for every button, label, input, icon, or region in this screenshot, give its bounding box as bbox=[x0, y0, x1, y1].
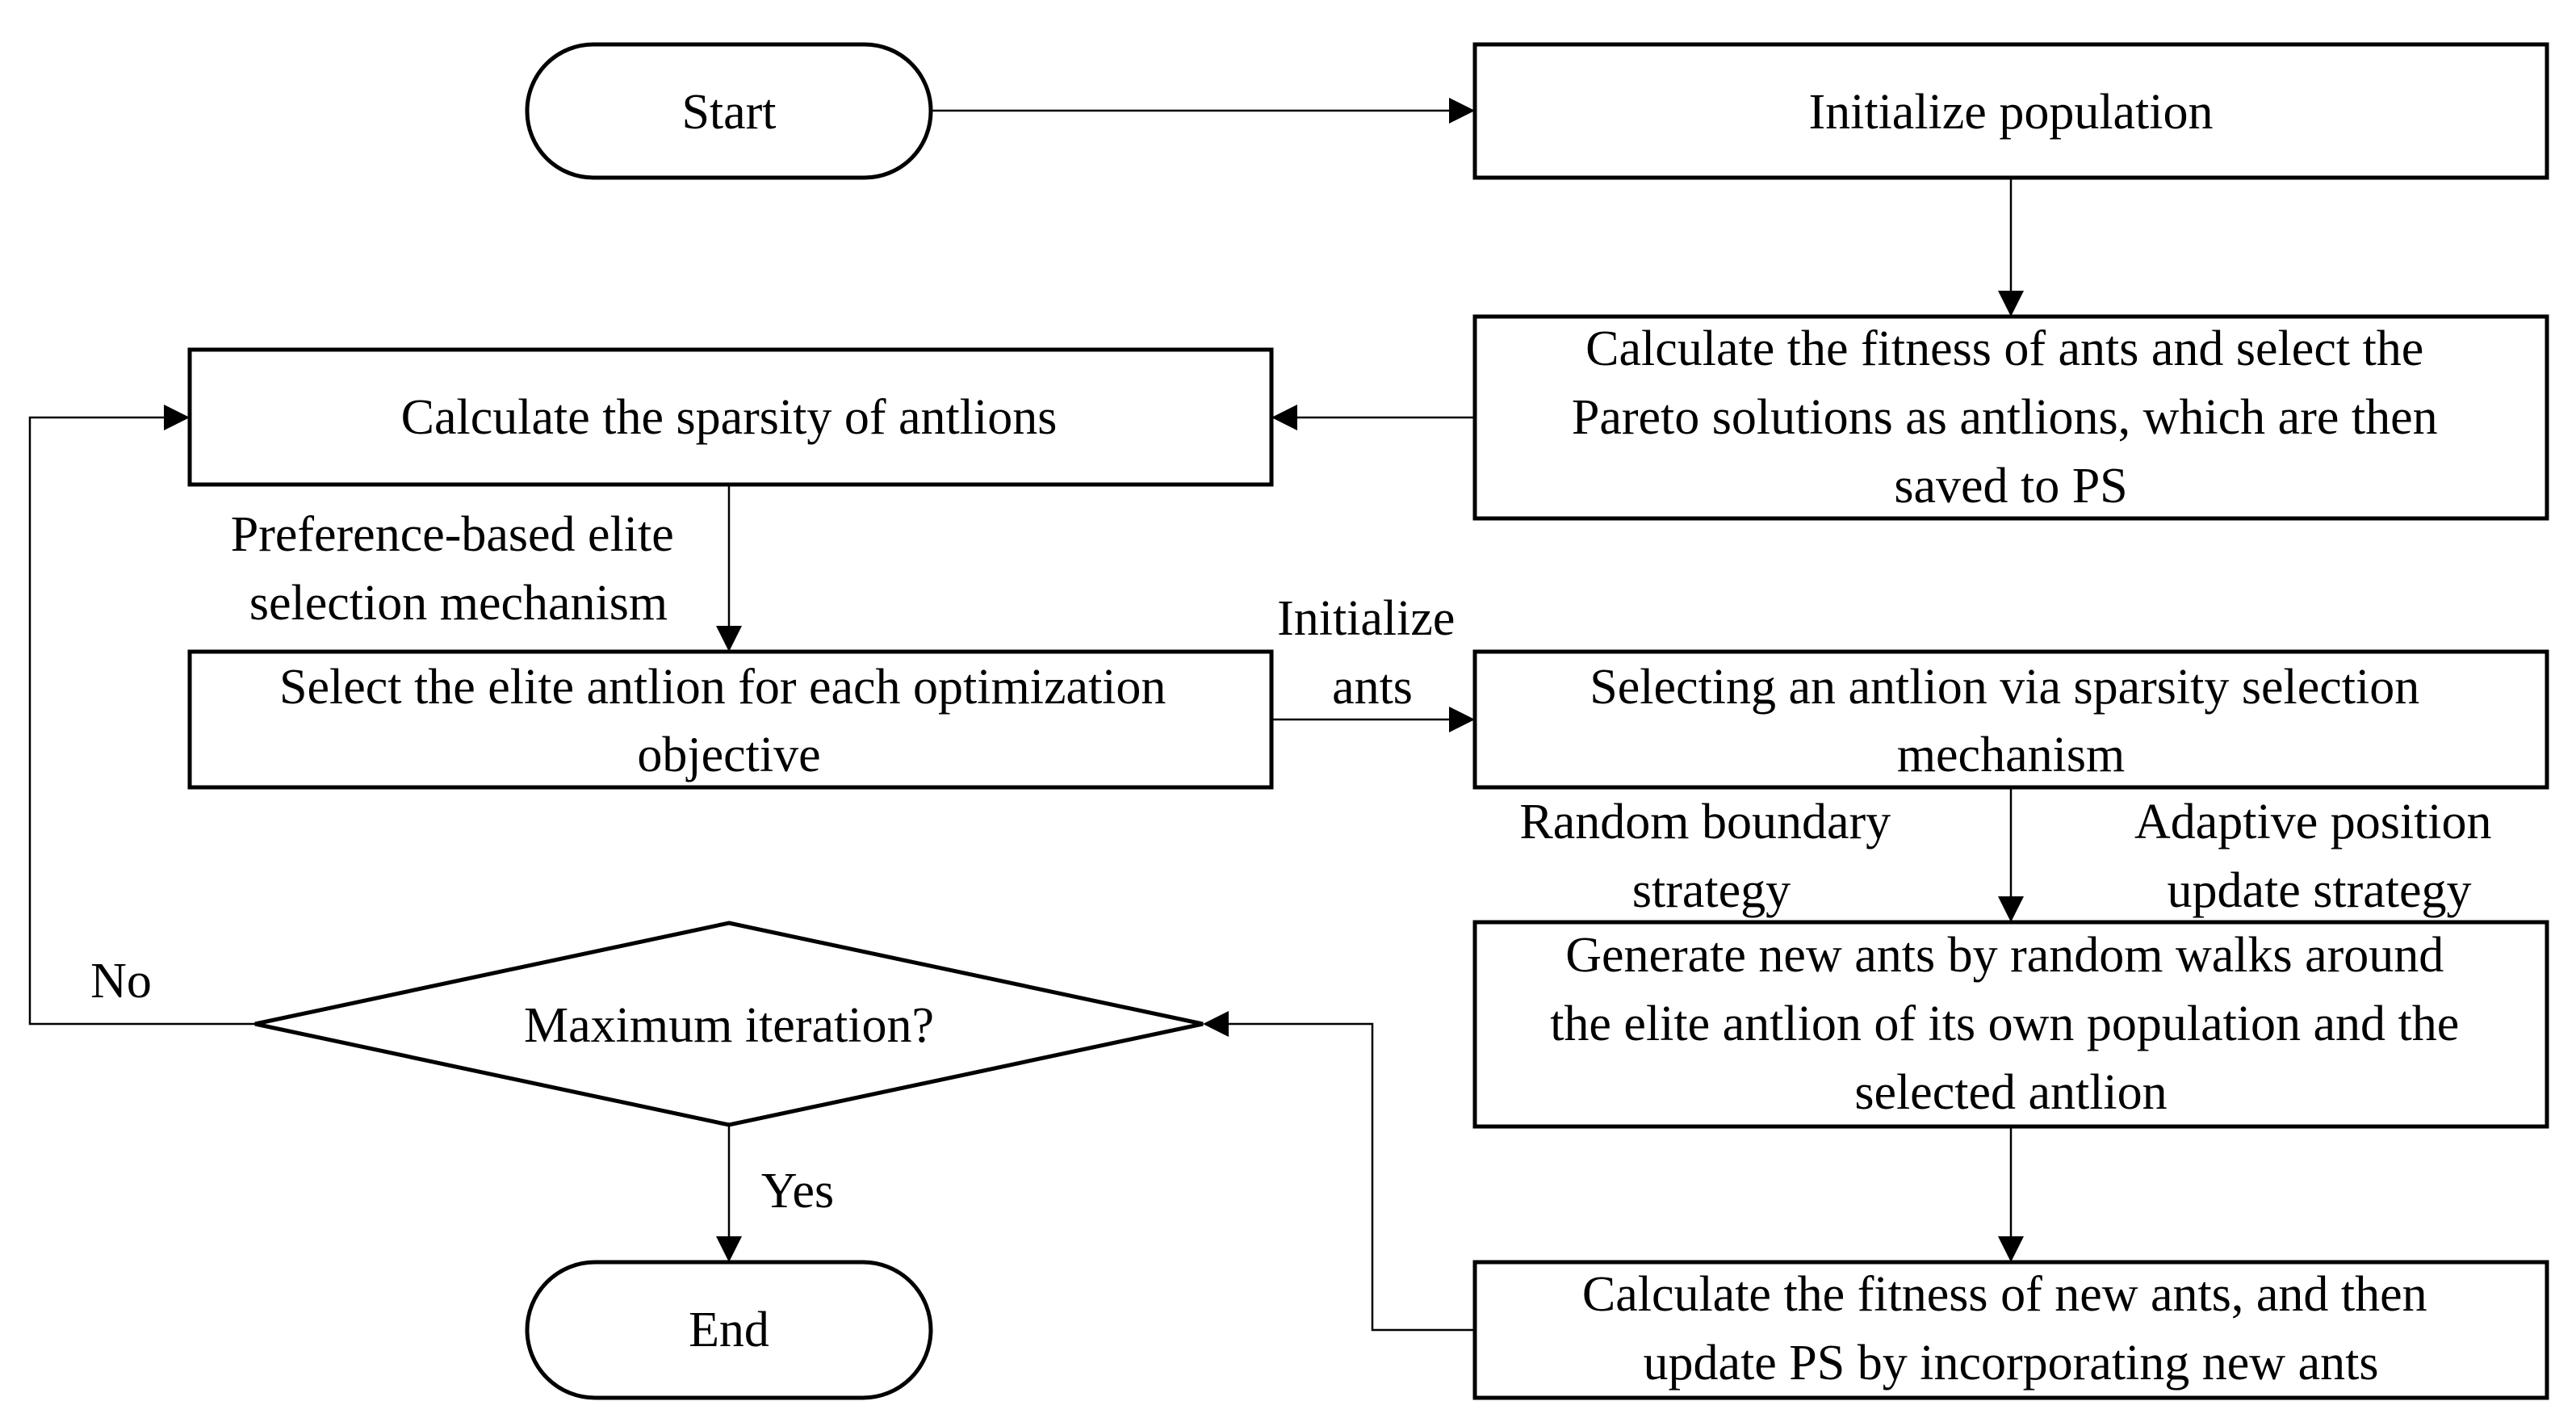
calc-sparsity-label: Calculate the sparsity of antlions bbox=[401, 390, 1058, 445]
edge-elite-to-select-antlion bbox=[1271, 707, 1475, 732]
select-antlion-label: Selecting an antlion via sparsity select… bbox=[1590, 660, 2431, 782]
edge-decision-no-loop bbox=[28, 405, 255, 1026]
init-population-label: Initialize population bbox=[1808, 85, 2213, 140]
generate-ants-label: Generate new ants by random walks around… bbox=[1550, 928, 2472, 1120]
edge-update-to-decision bbox=[1203, 1011, 1475, 1332]
preference-label: Preference-based elite selection mechani… bbox=[231, 507, 687, 631]
max-iteration-label: Maximum iteration? bbox=[524, 998, 934, 1053]
initialize-ants-label: Initialize ants bbox=[1277, 591, 1468, 715]
yes-label: Yes bbox=[761, 1164, 834, 1219]
adaptive-position-label: Adaptive position update strategy bbox=[2134, 795, 2504, 918]
random-boundary-label: Random boundary strategy bbox=[1519, 795, 1903, 918]
update-ps-box bbox=[1472, 1260, 2549, 1400]
init-population-box bbox=[1472, 42, 2549, 180]
update-ps-label: Calculate the fitness of new ants, and t… bbox=[1582, 1267, 2440, 1391]
calc-sparsity-box bbox=[187, 347, 1274, 487]
calc-fitness-label: Calculate the fitness of ants and select… bbox=[1572, 321, 2450, 514]
select-elite-label: Select the elite antlion for each optimi… bbox=[279, 660, 1179, 782]
edge-generate-to-update bbox=[1998, 1126, 2024, 1262]
edge-start-to-init bbox=[931, 98, 1475, 124]
start-label: Start bbox=[681, 85, 776, 140]
edge-select-antlion-to-generate bbox=[1998, 787, 2024, 922]
edge-fitness-to-sparsity bbox=[1271, 405, 1475, 430]
end-label: End bbox=[689, 1303, 769, 1357]
edge-init-to-fitness bbox=[1998, 178, 2024, 317]
select-elite-box bbox=[187, 649, 1274, 790]
no-label: No bbox=[90, 954, 152, 1009]
edge-decision-yes-to-end bbox=[716, 1125, 742, 1262]
edge-sparsity-to-elite bbox=[716, 485, 742, 652]
